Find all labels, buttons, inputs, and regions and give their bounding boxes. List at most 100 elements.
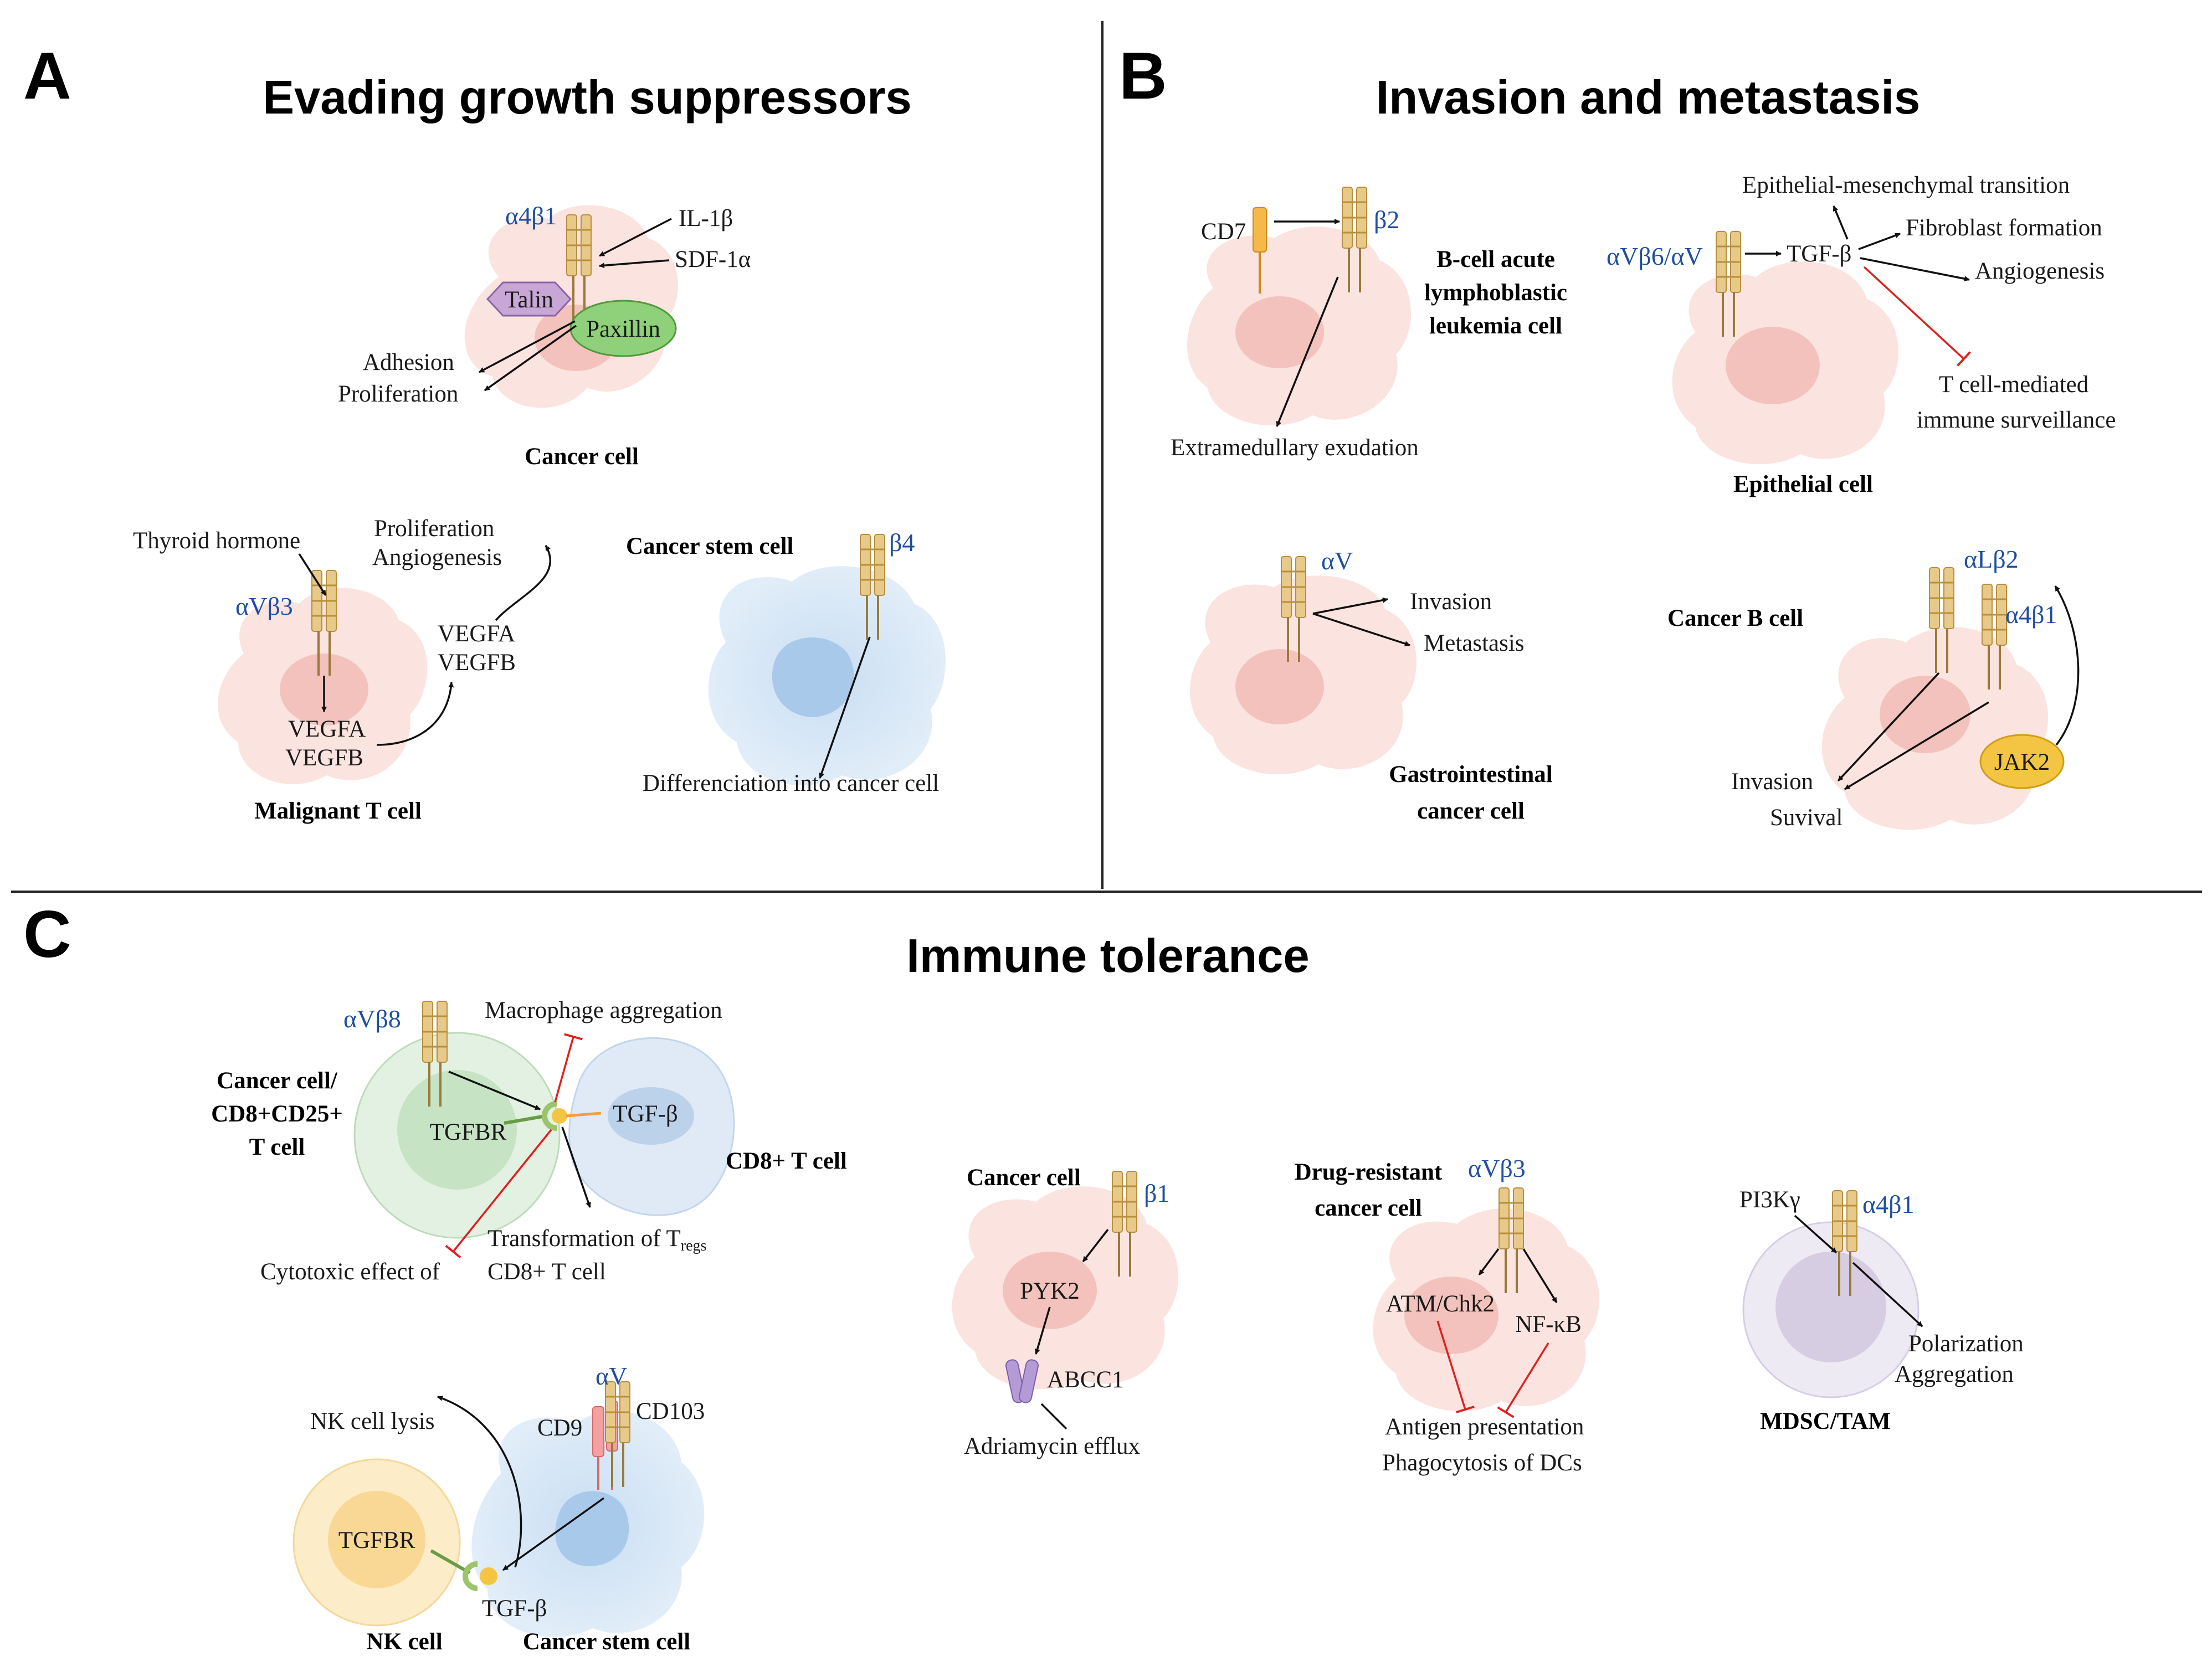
cd8-t-cell-label: CD8+ T cell <box>726 1148 847 1174</box>
cytotoxic-label-2: CD8+ T cell <box>487 1259 606 1285</box>
proliferation-arrow <box>484 325 577 392</box>
tgfbr-label-c1: TGFBR <box>430 1119 507 1145</box>
vegfa-outer-label: VEGFA <box>438 621 515 647</box>
drug-resistant-label-2: cancer cell <box>1315 1195 1422 1221</box>
abcc1-to-efflux-line <box>1040 1403 1067 1430</box>
title-invasion-metastasis: Invasion and metastasis <box>1376 71 1921 124</box>
integrin-av-label-b: αV <box>1321 547 1353 575</box>
vegf-feedback-arrow <box>495 545 551 621</box>
abcc1-transporter-icon <box>1005 1359 1039 1403</box>
cd9-receptor-icon <box>592 1406 604 1490</box>
b1-to-pyk2-arrow <box>1082 1228 1109 1263</box>
nfkb-inhibit-phagocytosis <box>1497 1342 1549 1418</box>
nk-cell-label: NK cell <box>366 1629 442 1655</box>
cancer-cell-pyk2 <box>952 1170 1179 1390</box>
integrin-av-label-c: αV <box>596 1362 627 1390</box>
cancer-stem-cell-a <box>708 533 946 785</box>
t-cell-label-2: CD8+CD25+ <box>211 1101 343 1127</box>
integrin-a4b1-label: α4β1 <box>505 202 557 230</box>
integrin-avb8-label: αVβ8 <box>343 1005 401 1033</box>
gi-cancer-label-2: cancer cell <box>1417 798 1525 824</box>
tgfbr-label-c2: TGFBR <box>338 1527 415 1553</box>
t-cell-label-3: T cell <box>249 1134 305 1160</box>
jak2-ellipse-icon <box>1979 734 2065 789</box>
atm-inhibit-antigen <box>1436 1320 1475 1413</box>
survival-label-bcell: Suvival <box>1770 805 1843 831</box>
integrin-alb2-label: αLβ2 <box>1964 545 2019 573</box>
adhesion-arrow <box>479 320 576 373</box>
differentiation-arrow <box>819 636 871 779</box>
nk-lysis-arrow <box>437 1396 522 1568</box>
cancer-stem-cell-label-c: Cancer stem cell <box>523 1629 691 1655</box>
integrin-a4b1-label-c: α4β1 <box>1862 1190 1915 1218</box>
atm-chk2-label: ATM/Chk2 <box>1386 1291 1495 1317</box>
epithelial-cell-label: Epithelial cell <box>1733 471 1873 497</box>
vegfb-outer-label: VEGFB <box>438 650 516 676</box>
integrin-avb3-label-c: αVβ3 <box>1468 1154 1526 1182</box>
invasion-label-bcell: Invasion <box>1731 769 1813 795</box>
cd8-t-cell-c <box>568 1037 735 1216</box>
avb8-to-tgfb-arrow <box>448 1071 541 1110</box>
sdf1a-label: SDF-1α <box>675 246 751 272</box>
t-cell-label-1: Cancer cell/ <box>217 1068 338 1094</box>
cytotoxic-label-1: Cytotoxic effect of <box>260 1259 440 1285</box>
tgfb-label-c2: TGF-β <box>482 1596 547 1622</box>
cancer-b-cell-label: Cancer B cell <box>1667 605 1803 631</box>
alb2-invasion-arrow <box>1837 672 1940 782</box>
inhibit-cytotoxic <box>445 1129 552 1259</box>
talin-label: Talin <box>505 287 553 313</box>
pyk2-label: PYK2 <box>1020 1278 1080 1304</box>
macrophage-aggregation-label: Macrophage aggregation <box>485 997 722 1023</box>
t-cell-surveillance-label-2: immune surveillance <box>1917 407 2116 433</box>
cd9-label: CD9 <box>537 1415 582 1441</box>
cancer-stem-cell-label-a: Cancer stem cell <box>626 533 794 559</box>
drug-resistant-cell <box>1373 1187 1600 1412</box>
mdsc-polarization-arrow <box>1852 1262 1923 1327</box>
avb3-to-nfkb-arrow <box>1522 1248 1558 1303</box>
b-all-label-3: leukemia cell <box>1429 313 1562 339</box>
polarization-label: Polarization <box>1908 1331 2024 1357</box>
drug-resistant-label-1: Drug-resistant <box>1295 1159 1443 1185</box>
b-all-cell <box>1187 186 1412 426</box>
avb3-to-atm-arrow <box>1478 1248 1500 1276</box>
cancer-stem-cell-c <box>471 1411 705 1637</box>
tgfb-label-c1: TGF-β <box>613 1101 678 1127</box>
angiogenesis-label-t: Angiogenesis <box>372 544 502 570</box>
abcc1-label: ABCC1 <box>1047 1367 1124 1393</box>
cd7-label: CD7 <box>1201 219 1246 245</box>
thyroid-hormone-label: Thyroid hormone <box>133 528 300 554</box>
proliferation-label: Proliferation <box>338 381 458 407</box>
transformation-label: Transformation of Tregs <box>487 1226 706 1254</box>
phagocytosis-label: Phagocytosis of DCs <box>1382 1450 1582 1476</box>
metastasis-label-gi: Metastasis <box>1424 630 1525 656</box>
tgfbr-receptor-icon <box>504 1101 602 1131</box>
aggregation-label: Aggregation <box>1895 1361 2014 1387</box>
mdsc-tam-label: MDSC/TAM <box>1760 1408 1891 1434</box>
tgfb-fibroblast-arrow <box>1858 233 1901 250</box>
title-evading-growth-suppressors: Evading growth suppressors <box>263 71 911 124</box>
tgfb-emt-arrow <box>1833 205 1849 240</box>
emt-label: Epithelial-mesenchymal transition <box>1742 172 2070 198</box>
b-all-label-1: B-cell acute <box>1436 246 1555 272</box>
pi3k-gamma-label: PI3Kγ <box>1739 1187 1800 1213</box>
malignant-t-cell-label: Malignant T cell <box>254 798 422 824</box>
mdsc-cell <box>1742 1190 1920 1398</box>
gi-cancer-cell <box>1190 555 1417 775</box>
vegfb-inner-label: VEGFB <box>285 745 363 771</box>
inhibit-macrophage <box>554 1033 583 1103</box>
nk-cell <box>292 1458 461 1627</box>
tgfbr-receptor-icon-2 <box>430 1549 497 1591</box>
pi3k-to-integrin-arrow <box>1794 1215 1838 1254</box>
integrin-avb6-label: αVβ6/αV <box>1607 242 1703 270</box>
tgfb-angiogenesis-arrow <box>1860 257 1970 282</box>
tgfb-inhibit-tcell <box>1863 266 1971 367</box>
extramedullary-exudation-label: Extramedullary exudation <box>1171 435 1419 461</box>
talin-hexagon-icon <box>486 281 572 317</box>
differentiation-label: Differenciation into cancer cell <box>643 770 939 796</box>
adriamycin-efflux-label: Adriamycin efflux <box>964 1433 1140 1459</box>
nk-cell-lysis-label: NK cell lysis <box>310 1408 435 1434</box>
title-immune-tolerance: Immune tolerance <box>906 930 1309 982</box>
gi-metastasis-arrow <box>1312 613 1410 646</box>
fibroblast-formation-label: Fibroblast formation <box>1906 215 2102 241</box>
